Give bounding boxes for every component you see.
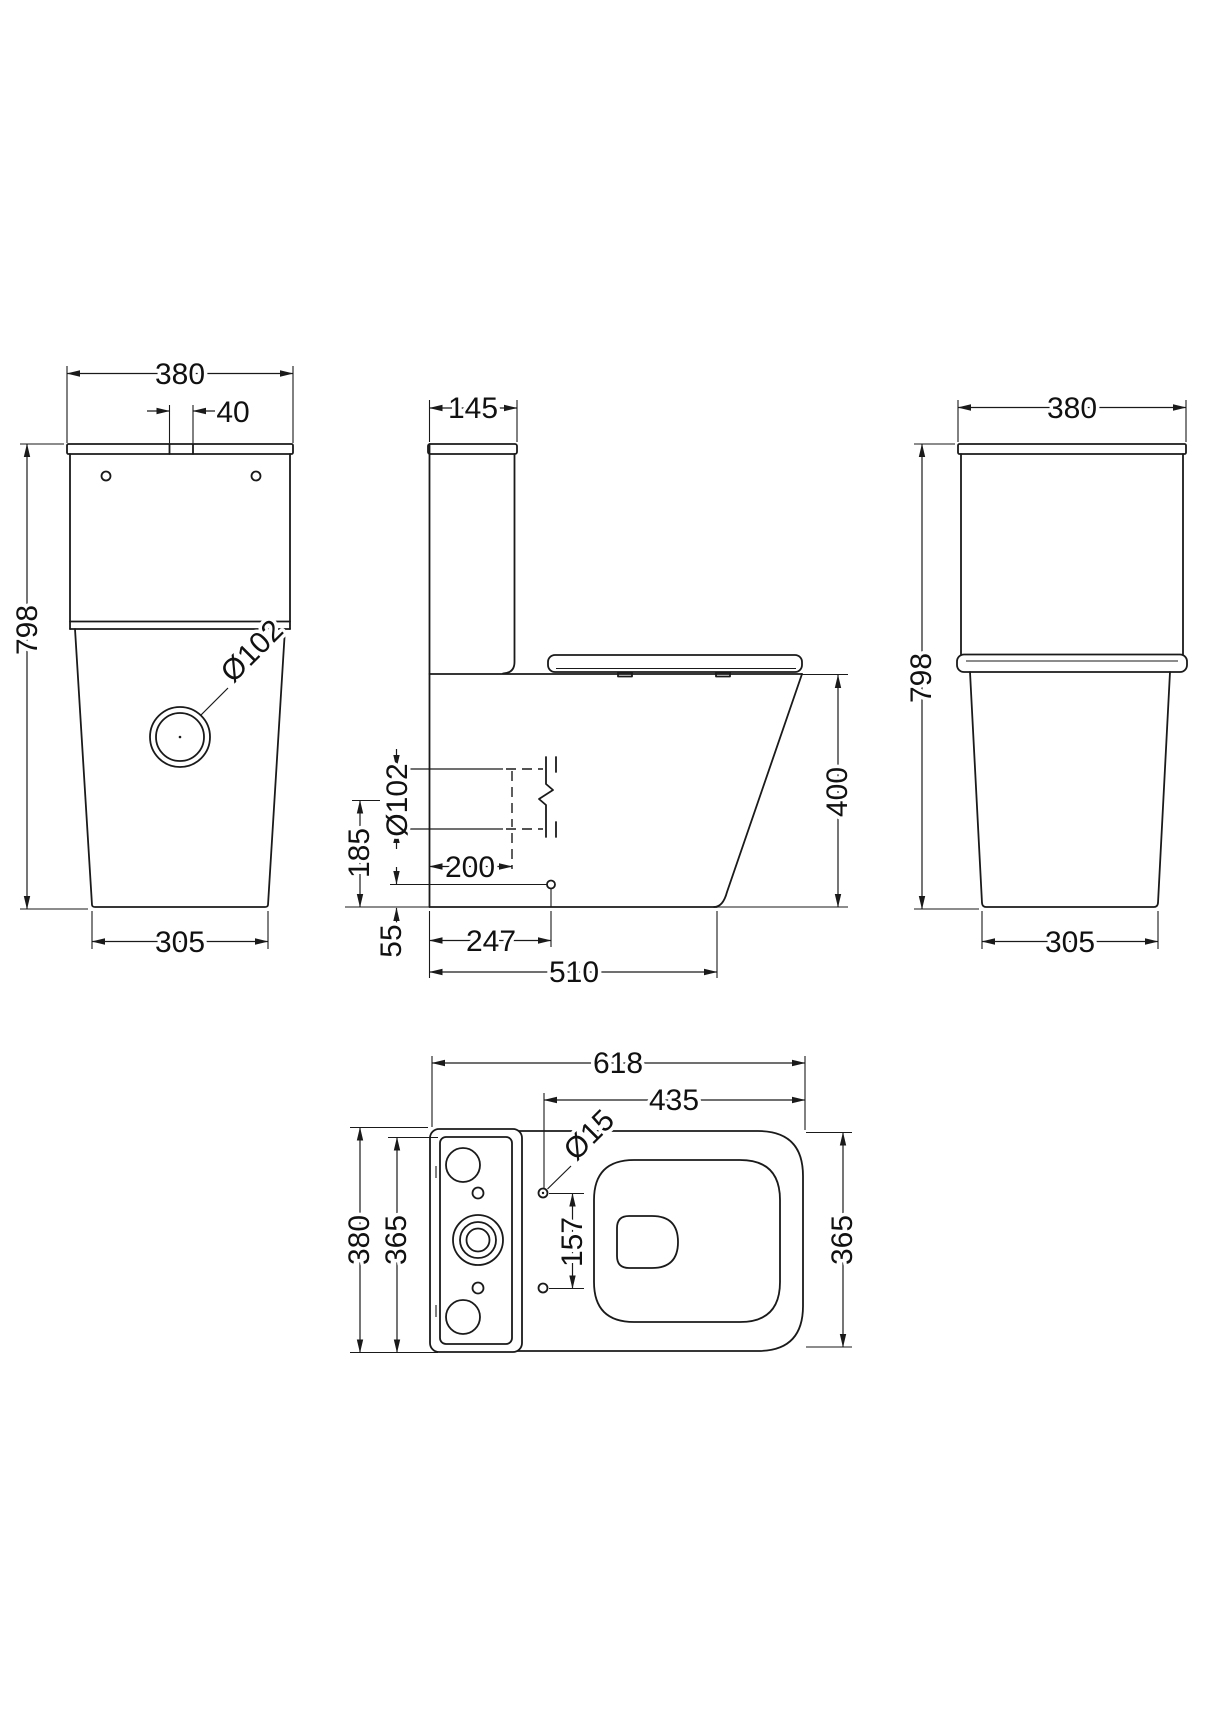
front-outlet-diameter-label: Ø102 — [215, 614, 290, 689]
cistern-hole-top — [445, 1147, 481, 1183]
plan-seat-width-right-label: 365 — [826, 1215, 859, 1265]
plan-hole-spacing-label: 157 — [556, 1217, 589, 1267]
side-outlet-projection-label: 200 — [445, 851, 495, 884]
side-dim-cistern-depth: 145 — [428, 389, 518, 442]
front-base-width-label: 305 — [155, 926, 205, 959]
back-dim-base: 305 — [981, 911, 1159, 963]
side-pan-outline — [428, 673, 803, 908]
side-dim-fixing-offset: 55 — [372, 867, 412, 961]
cistern-hole-bottom — [445, 1299, 481, 1335]
front-dim-height: 798 — [8, 443, 88, 910]
plan-trap-outline — [616, 1215, 679, 1269]
plan-overall-depth-label: 618 — [593, 1047, 643, 1080]
cistern-inlet-mid — [459, 1221, 497, 1259]
back-dim-width: 380 — [957, 389, 1187, 442]
front-dim-width: 380 — [66, 355, 294, 443]
front-flush-outlet: Ø102 — [149, 610, 293, 768]
plan-pan-outline — [499, 1130, 804, 1352]
plan-dim-overall-depth: 618 — [431, 1044, 806, 1130]
plan-dim-hole-spacing: 157 — [549, 1192, 593, 1290]
side-outlet-height-label: 185 — [343, 828, 376, 878]
plan-seat-width-left-label: 365 — [380, 1215, 413, 1265]
back-base-width-label: 305 — [1045, 926, 1095, 959]
plan-bowl — [593, 1159, 781, 1323]
pipe-break-line — [538, 756, 554, 838]
side-cistern-depth-label: 145 — [448, 392, 498, 425]
side-dim-fixing-distance: 247 — [428, 911, 552, 978]
plan-fixing-to-front-label: 435 — [649, 1084, 699, 1117]
side-dim-seat-height: 400 — [717, 673, 858, 908]
side-dim-outlet-diameter: Ø102 — [352, 749, 418, 849]
back-pan-outline — [969, 671, 1171, 908]
side-overall-depth-label: 510 — [549, 956, 599, 989]
plan-cistern-width-label: 380 — [343, 1215, 376, 1265]
side-dim-outlet-height: 185 — [340, 800, 430, 908]
plan-dim-fixing-to-front: 435 — [543, 1081, 806, 1188]
side-outlet-diameter-label: Ø102 — [381, 763, 414, 836]
side-view: 145 Ø102 185 200 55 247 — [340, 389, 858, 993]
front-width-label: 380 — [155, 358, 205, 391]
plan-dim-cistern-width: 380 — [340, 1126, 438, 1354]
plan-view: Ø15 157 618 435 380 365 — [340, 1044, 863, 1354]
plan-dim-seat-width-left: 365 — [377, 1136, 438, 1353]
side-dim-overall-depth: 510 — [429, 911, 718, 993]
front-view: Ø102 380 40 798 305 — [8, 355, 294, 963]
front-dim-button: 40 — [147, 393, 253, 443]
lid-fixing-hole-left — [100, 470, 112, 482]
back-dim-height: 798 — [902, 443, 979, 910]
back-width-label: 380 — [1047, 392, 1097, 425]
lid-fixing-hole-right — [250, 470, 262, 482]
front-button-width-label: 40 — [216, 396, 249, 429]
plan-dim-seat-width-right: 365 — [806, 1131, 863, 1348]
cistern-inlet-inner — [465, 1227, 491, 1253]
cistern-inlet-outer — [452, 1214, 504, 1266]
cistern-hole-small-top — [471, 1186, 485, 1200]
cistern-hole-small-bottom — [471, 1281, 485, 1295]
front-pan-outline — [74, 628, 286, 908]
side-hidden-outlet — [390, 756, 557, 869]
plan-fixing-hole-diameter-label: Ø15 — [558, 1104, 621, 1167]
side-fixing-distance-label: 247 — [466, 925, 516, 958]
plan-cistern — [429, 1128, 523, 1353]
side-fixing-offset-label: 55 — [375, 924, 408, 957]
front-cistern-outline — [66, 443, 294, 630]
back-view: 380 798 305 — [902, 389, 1188, 963]
back-height-label: 798 — [905, 653, 938, 703]
front-height-label: 798 — [11, 605, 44, 655]
side-cistern-outline — [427, 443, 518, 908]
back-cistern-outline — [957, 443, 1187, 656]
back-seat-band — [956, 653, 1188, 673]
side-seat-height-label: 400 — [821, 767, 854, 817]
side-dim-outlet-projection: 200 — [429, 848, 513, 888]
front-dim-base: 305 — [91, 911, 269, 963]
